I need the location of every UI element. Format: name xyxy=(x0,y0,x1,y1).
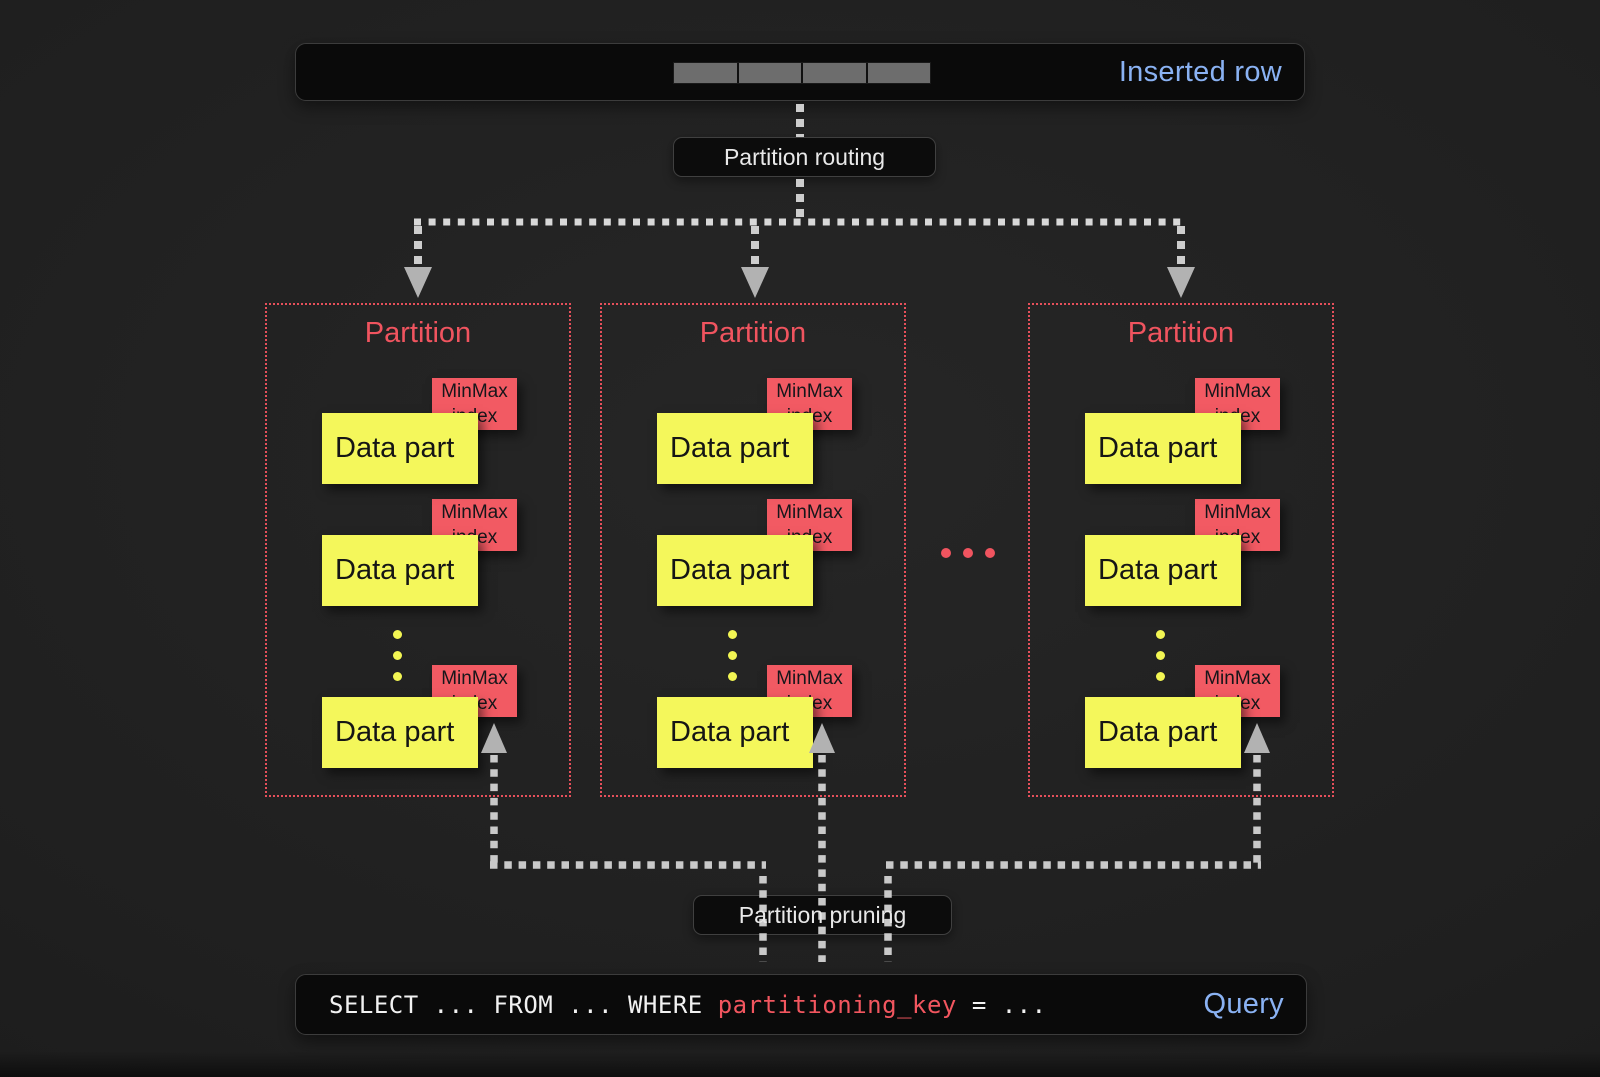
data-part-box: Data part xyxy=(322,697,478,768)
sql-partitioning-key: partitioning_key xyxy=(717,990,957,1019)
sql-query-text: SELECT ... FROM ... WHERE partitioning_k… xyxy=(329,975,1047,1034)
data-part-box: Data part xyxy=(657,697,813,768)
data-part-box: Data part xyxy=(1085,535,1241,606)
row-segment xyxy=(738,63,801,83)
data-part-box: Data part xyxy=(1085,697,1241,768)
data-part-box: Data part xyxy=(657,535,813,606)
vertical-ellipsis-icon xyxy=(1156,630,1165,693)
partition-box: Partition MinMax index Data part MinMax … xyxy=(1028,303,1334,797)
row-segment xyxy=(803,63,866,83)
partition-pruning-label: Partition pruning xyxy=(738,901,907,928)
sql-prefix: SELECT ... FROM ... WHERE xyxy=(329,990,718,1019)
partition-title: Partition xyxy=(364,317,472,349)
data-part-box: Data part xyxy=(1085,413,1241,484)
query-label: Query xyxy=(1203,988,1284,1020)
data-part-box: Data part xyxy=(322,413,478,484)
inserted-row-bar: Inserted row xyxy=(295,43,1305,101)
partition-title: Partition xyxy=(1127,317,1235,349)
partition-routing-label-bg xyxy=(673,137,936,177)
partition-box: Partition MinMax index Data part MinMax … xyxy=(265,303,571,797)
row-segment xyxy=(867,63,930,83)
partition-routing-label: Partition routing xyxy=(723,143,886,170)
bottom-shade xyxy=(0,1051,1600,1077)
query-bar: SELECT ... FROM ... WHERE partitioning_k… xyxy=(295,974,1307,1035)
vertical-ellipsis-icon xyxy=(728,630,737,693)
arrowhead-down-icon xyxy=(404,267,1195,298)
data-part-box: Data part xyxy=(657,413,813,484)
inserted-row-label: Inserted row xyxy=(1118,55,1282,88)
row-segment xyxy=(674,63,737,83)
partition-box: Partition MinMax index Data part MinMax … xyxy=(600,303,906,797)
data-part-box: Data part xyxy=(322,535,478,606)
horizontal-ellipsis-icon xyxy=(941,548,995,558)
sql-suffix: = ... xyxy=(956,990,1047,1019)
vertical-ellipsis-icon xyxy=(393,630,402,693)
partition-title: Partition xyxy=(699,317,807,349)
row-columns-icon xyxy=(673,62,931,84)
